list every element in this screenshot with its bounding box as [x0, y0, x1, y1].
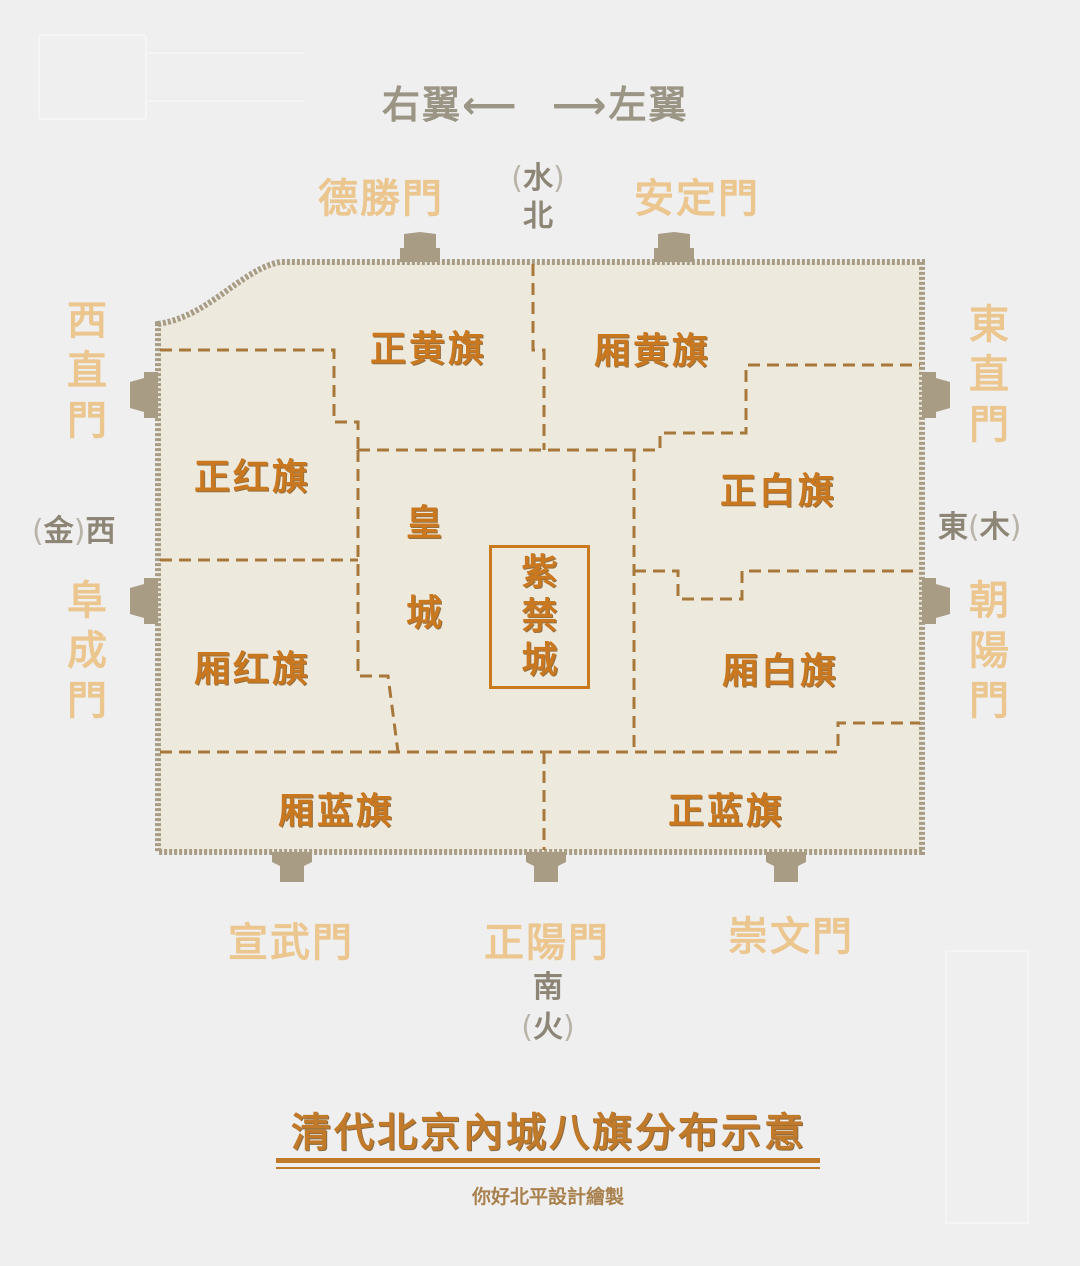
map-title: 清代北京內城八旗分布示意	[291, 1110, 807, 1156]
right-wing-label: 右翼⟵	[382, 83, 519, 127]
gate-tower-chaoyangmen	[922, 578, 950, 624]
gate-tower-andingmen	[654, 232, 694, 262]
direction-north: (水) 北	[511, 161, 565, 234]
district-plain-red: 正红旗	[194, 457, 312, 498]
gate-label-dongzhimen: 東直門	[969, 302, 1011, 448]
city-wall	[155, 259, 925, 855]
forbidden-city-box: 紫 禁 城	[489, 545, 590, 689]
forbidden-city-char3: 城	[521, 640, 558, 681]
gate-label-xuanwumen: 宣武門	[228, 920, 354, 966]
watermark-text	[145, 52, 305, 102]
direction-east: 東(木)	[938, 510, 1022, 545]
gate-label-andingmen: 安定門	[634, 176, 760, 222]
imperial-city-char2: 城	[406, 593, 443, 634]
gate-tower-zhengyangmen	[526, 852, 566, 882]
gate-tower-fuchengmen	[130, 578, 158, 624]
imperial-city-char1: 皇	[406, 503, 443, 544]
watermark-stamp	[945, 950, 1029, 1224]
district-bordered-white: 厢白旗	[722, 651, 840, 692]
gate-label-chaoyangmen: 朝陽門	[969, 578, 1011, 724]
watermark-logo	[38, 34, 147, 120]
gate-tower-chongwenmen	[766, 852, 806, 882]
district-bordered-yellow: 厢黄旗	[594, 331, 712, 372]
direction-west: (金)西	[32, 514, 116, 549]
gate-tower-xuanwumen	[272, 852, 312, 882]
gate-towers	[130, 232, 950, 882]
gate-tower-xizhimen	[130, 372, 158, 418]
gate-label-xizhimen: 西直門	[67, 298, 109, 444]
gate-label-zhengyangmen: 正陽門	[484, 920, 610, 966]
left-wing-label: ⟶左翼	[552, 83, 689, 127]
map-credit: 你好北平設計繪製	[471, 1186, 624, 1208]
forbidden-city-char2: 禁	[521, 596, 558, 637]
direction-south: 南 (火)	[521, 970, 575, 1045]
gate-label-chongwenmen: 崇文門	[728, 914, 854, 960]
forbidden-city-char1: 紫	[521, 552, 558, 593]
district-bordered-red: 厢红旗	[194, 649, 312, 690]
gate-label-fuchengmen: 阜成門	[67, 578, 109, 724]
district-bordered-blue: 厢蓝旗	[278, 791, 396, 832]
banner-boundaries	[160, 264, 920, 850]
title-underline-thick	[276, 1158, 820, 1163]
district-plain-blue: 正蓝旗	[668, 791, 786, 832]
arrow-left-icon: ⟵	[462, 83, 519, 127]
arrow-right-icon: ⟶	[552, 83, 609, 127]
gate-label-deshengmen: 德勝門	[318, 176, 444, 222]
gate-tower-deshengmen	[400, 232, 440, 262]
district-plain-yellow: 正黄旗	[370, 329, 488, 370]
title-underline-thin	[276, 1167, 820, 1169]
district-plain-white: 正白旗	[720, 471, 838, 512]
gate-tower-dongzhimen	[922, 372, 950, 418]
